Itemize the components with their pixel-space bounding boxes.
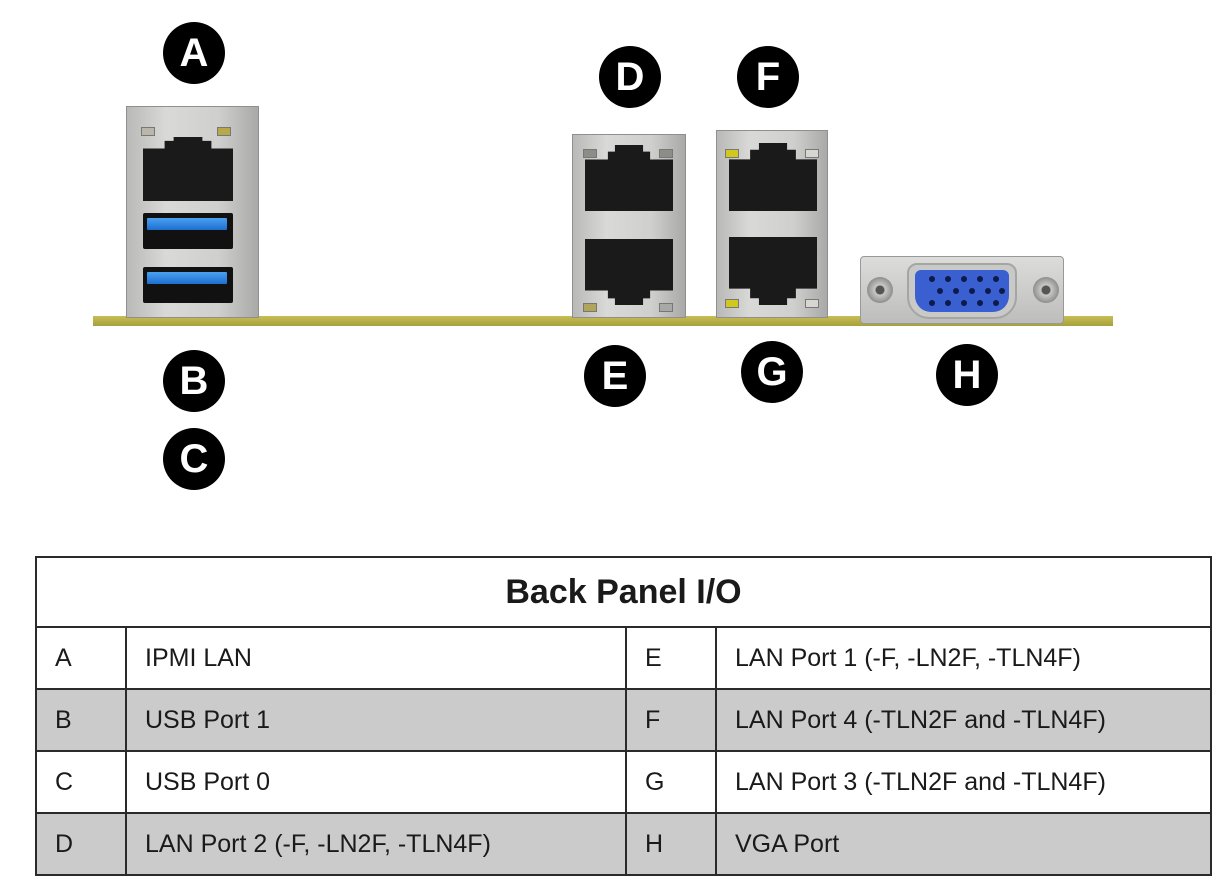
lan-stack-de	[572, 134, 686, 318]
vga-pin	[929, 300, 935, 306]
led-icon	[583, 149, 597, 158]
row-desc-right: LAN Port 4 (-TLN2F and -TLN4F)	[715, 688, 1212, 752]
row-desc-left: LAN Port 2 (-F, -LN2F, -TLN4F)	[125, 812, 627, 876]
vga-pin	[999, 288, 1005, 294]
back-panel-diagram: A B C D E F G H	[93, 22, 1113, 490]
led-icon	[805, 299, 819, 308]
callout-e: E	[584, 345, 646, 407]
callout-g: G	[741, 341, 803, 403]
row-key-left: C	[35, 750, 127, 814]
vga-pin	[993, 276, 999, 282]
vga-pin	[929, 276, 935, 282]
lan-port-4	[729, 143, 817, 211]
vga-pin	[961, 300, 967, 306]
vga-pin	[977, 276, 983, 282]
table-row: A IPMI LAN E LAN Port 1 (-F, -LN2F, -TLN…	[35, 626, 1212, 690]
motherboard-edge	[93, 316, 1113, 326]
led-amber-icon	[725, 149, 739, 158]
table-row: C USB Port 0 G LAN Port 3 (-TLN2F and -T…	[35, 750, 1212, 814]
led-amber-icon	[725, 299, 739, 308]
row-desc-right: LAN Port 3 (-TLN2F and -TLN4F)	[715, 750, 1212, 814]
row-key-right: H	[625, 812, 717, 876]
vga-pin	[961, 276, 967, 282]
vga-insert	[915, 270, 1009, 312]
led-left-icon	[141, 127, 155, 136]
vga-pin	[969, 288, 975, 294]
row-desc-left: USB Port 1	[125, 688, 627, 752]
vga-pin	[985, 288, 991, 294]
lan-stack-fg	[716, 130, 828, 318]
table-title: Back Panel I/O	[35, 556, 1212, 628]
vga-pin	[945, 300, 951, 306]
usb-tongue	[147, 272, 227, 284]
vga-pin	[993, 300, 999, 306]
table-header-row: Back Panel I/O	[35, 556, 1212, 628]
screw-right-icon	[1033, 277, 1059, 303]
usb-port-0	[143, 267, 233, 303]
row-key-right: F	[625, 688, 717, 752]
table-row: D LAN Port 2 (-F, -LN2F, -TLN4F) H VGA P…	[35, 812, 1212, 876]
callout-a: A	[163, 22, 225, 84]
usb-tongue	[147, 218, 227, 230]
led-right-icon	[217, 127, 231, 136]
callout-b: B	[163, 350, 225, 412]
vga-pin	[953, 288, 959, 294]
vga-pin	[977, 300, 983, 306]
callout-d: D	[599, 46, 661, 108]
row-key-right: E	[625, 626, 717, 690]
ipmi-lan-port	[143, 137, 233, 201]
callout-h: H	[936, 344, 998, 406]
screw-left-icon	[867, 277, 893, 303]
led-icon	[805, 149, 819, 158]
callout-f: F	[737, 46, 799, 108]
vga-pin	[945, 276, 951, 282]
row-key-right: G	[625, 750, 717, 814]
back-panel-io-table: Back Panel I/O A IPMI LAN E LAN Port 1 (…	[35, 556, 1212, 876]
vga-pin	[937, 288, 943, 294]
vga-port	[860, 256, 1064, 324]
row-desc-right: VGA Port	[715, 812, 1212, 876]
callout-c: C	[163, 428, 225, 490]
lan-port-1	[585, 239, 673, 305]
led-icon	[659, 149, 673, 158]
row-desc-left: IPMI LAN	[125, 626, 627, 690]
row-desc-left: USB Port 0	[125, 750, 627, 814]
led-icon	[583, 303, 597, 312]
row-key-left: B	[35, 688, 127, 752]
row-key-left: D	[35, 812, 127, 876]
vga-d-sub	[907, 263, 1017, 319]
lan-port-3	[729, 237, 817, 305]
row-desc-right: LAN Port 1 (-F, -LN2F, -TLN4F)	[715, 626, 1212, 690]
usb-port-1	[143, 213, 233, 249]
row-key-left: A	[35, 626, 127, 690]
led-icon	[659, 303, 673, 312]
table-row: B USB Port 1 F LAN Port 4 (-TLN2F and -T…	[35, 688, 1212, 752]
ipmi-usb-stack	[126, 106, 259, 318]
